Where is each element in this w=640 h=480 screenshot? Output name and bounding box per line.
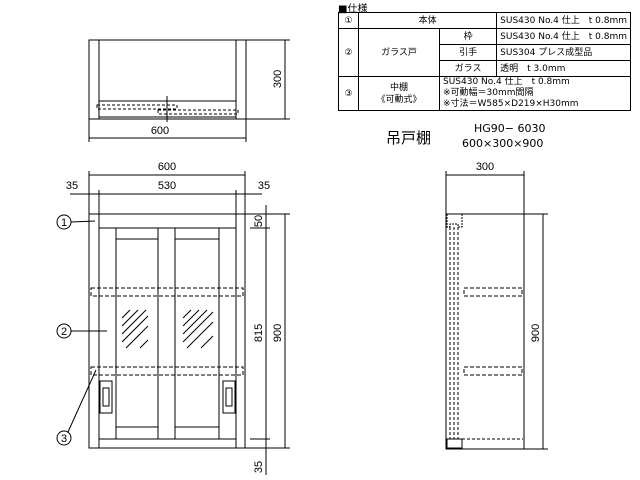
door-height-dim: 815	[253, 324, 265, 342]
bottom-rail-dim: 35	[253, 461, 265, 473]
top-rail-dim: 50	[253, 215, 265, 227]
front-height-dim: 900	[272, 324, 284, 342]
callout-2: 2	[56, 323, 107, 339]
side-view: 300 900	[445, 161, 548, 450]
side-height-dim: 900	[530, 324, 542, 342]
top-view: 600 300	[88, 39, 290, 142]
callout-1: 1	[56, 214, 96, 230]
right-side-dim: 35	[258, 180, 270, 192]
svg-text:2: 2	[61, 326, 67, 338]
top-width-dim: 600	[151, 125, 169, 137]
svg-text:1: 1	[61, 217, 67, 229]
product-name: 吊戸棚	[386, 129, 432, 147]
inner-width-dim: 530	[158, 180, 176, 192]
top-depth-dim: 300	[272, 70, 284, 88]
side-depth-dim: 300	[476, 161, 494, 173]
left-side-dim: 35	[66, 180, 78, 192]
spec-heading: ■仕様	[338, 4, 368, 15]
table-row: ガラス透明 t 3.0mm	[339, 60, 631, 77]
glass-hatch	[121, 309, 214, 349]
front-width-dim: 600	[158, 161, 176, 173]
front-view: 600 530 35 35 50 815 900 35 1 2 3	[56, 161, 290, 475]
svg-text:3: 3	[61, 433, 67, 445]
callout-3: 3	[56, 369, 97, 446]
